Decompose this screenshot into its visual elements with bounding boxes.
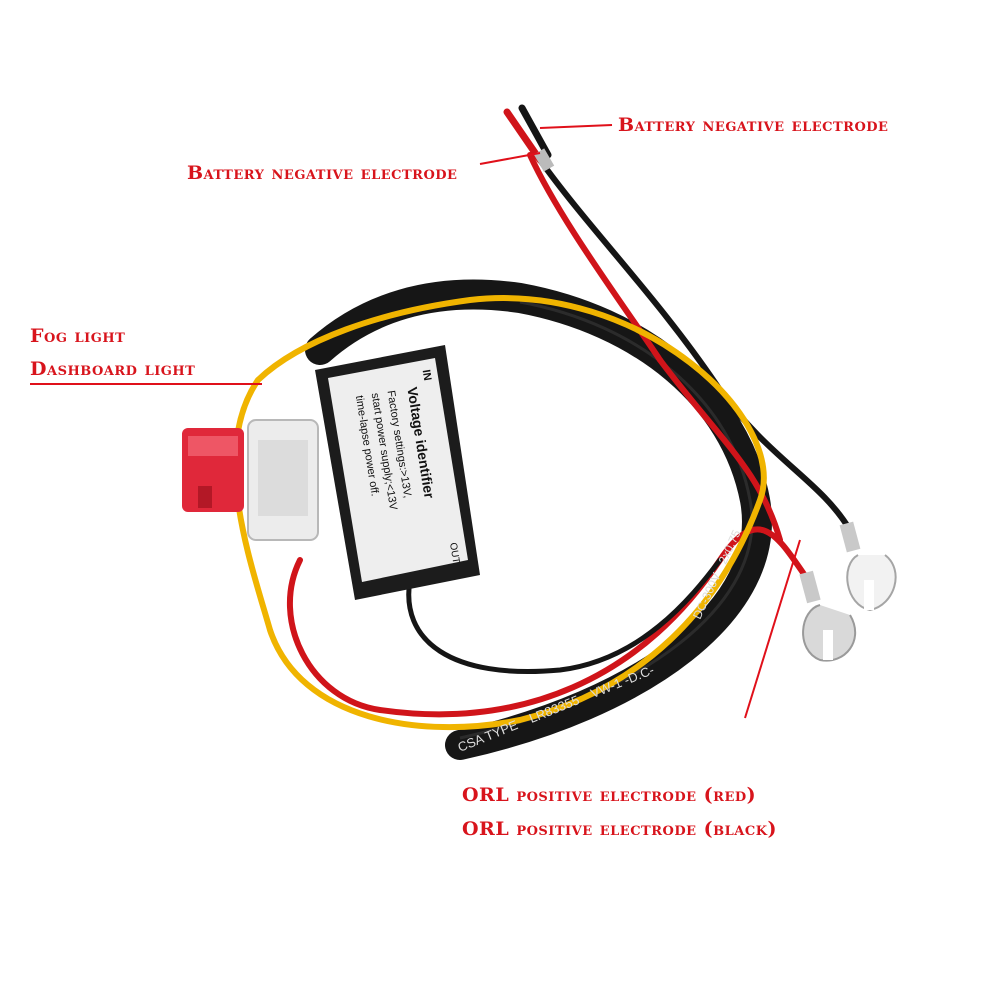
svg-text:IN: IN [420, 369, 434, 382]
fuse-icon [182, 428, 244, 512]
callout-line-orl-red [744, 539, 801, 719]
label-fog-light: Fog light [30, 325, 126, 347]
yellow-wire [232, 295, 767, 731]
black-wire-module [406, 557, 723, 674]
sheathed-cable [305, 279, 772, 760]
fork-terminal-black [839, 521, 897, 612]
voltage-identifier-module: Voltage identifier Factory settings:>13V… [315, 345, 480, 600]
red-wire-top [527, 152, 663, 363]
label-dashboard-light: Dashboard light [30, 358, 196, 380]
label-battery-negative-2: Battery negative electrode [187, 162, 458, 184]
red-wire-loop [287, 526, 811, 718]
label-orl-positive-red: ORL positive electrode (red) [462, 784, 757, 806]
label-orl-positive-black: ORL positive electrode (black) [462, 818, 777, 840]
svg-text:OUT: OUT [447, 542, 461, 565]
label-battery-negative-1: Battery negative electrode [618, 114, 889, 136]
black-wire [537, 157, 853, 533]
fuse-holder [247, 419, 319, 541]
callout-line-battery-1 [539, 124, 613, 129]
callout-line-battery-2 [479, 152, 541, 165]
fork-terminal-red [799, 570, 857, 662]
